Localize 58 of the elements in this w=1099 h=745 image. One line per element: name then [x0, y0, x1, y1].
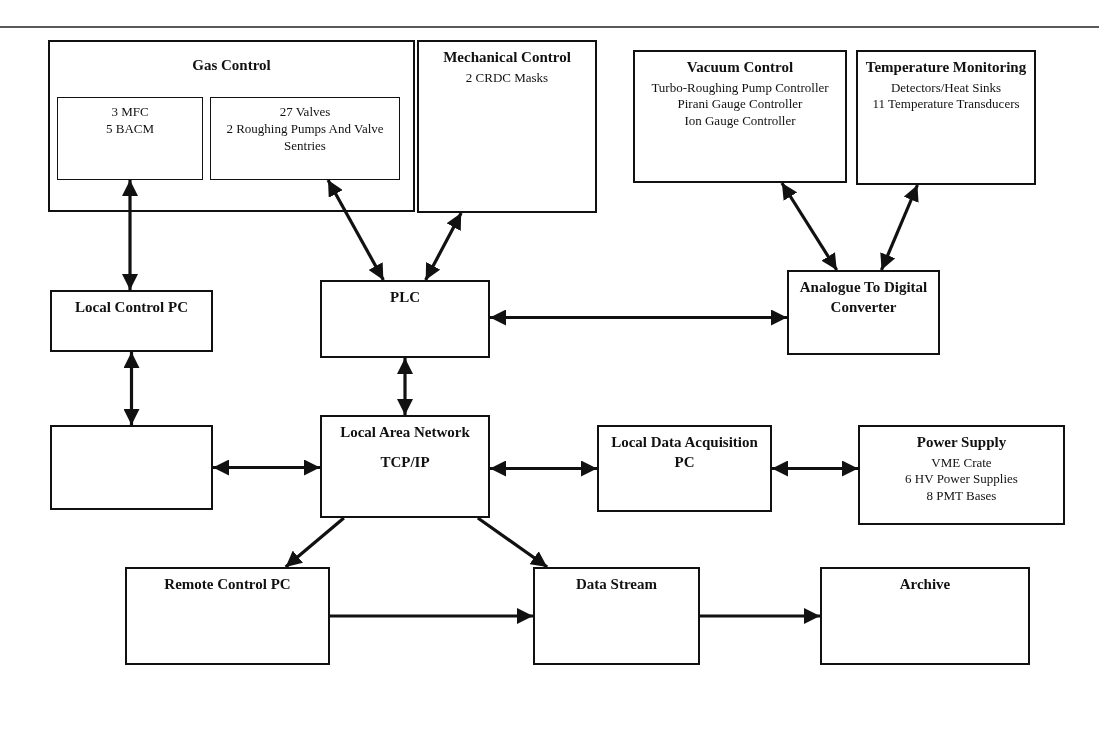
box-text: Turbo-Roughing Pump Controller: [650, 79, 830, 97]
box-text: 2 CRDC Masks: [464, 69, 550, 87]
arrow: [123, 352, 140, 425]
arrow: [780, 182, 839, 271]
box-title: Remote Control PC: [163, 575, 292, 594]
box-title: Local Area Network: [339, 423, 471, 442]
arrow: [772, 460, 858, 477]
box-shape: [50, 425, 213, 510]
box-title: Archive: [898, 575, 952, 594]
box-text: Ion Gauge Controller: [683, 113, 797, 131]
arrow: [490, 460, 597, 477]
box-text: Detectors/Heat Sinks: [889, 79, 1003, 97]
arrow: [880, 184, 919, 271]
process-box: [320, 415, 490, 518]
box-title: PLC: [389, 288, 421, 307]
arrow: [326, 179, 385, 281]
process-box: [820, 567, 1030, 665]
process-box: [50, 290, 213, 352]
process-box: [858, 425, 1065, 525]
arrow: [476, 516, 549, 569]
arrow: [397, 358, 413, 415]
process-box: [787, 270, 940, 355]
box-text: 3 MFC: [110, 104, 150, 121]
arrow: [122, 180, 138, 290]
process-box: [417, 40, 597, 213]
arrow: [284, 516, 345, 569]
arrow: [424, 212, 463, 281]
arrow: [490, 309, 787, 326]
process-box: [533, 567, 700, 665]
box-text: 2 Roughing Pumps And Valve Sentries: [225, 120, 385, 155]
arrow: [213, 459, 320, 476]
process-box: [57, 97, 203, 180]
process-box: [597, 425, 772, 512]
box-title: Vacuum Control: [685, 58, 795, 77]
box-title: Local Data Acquisition PC: [610, 433, 759, 472]
box-title: Mechanical Control: [442, 48, 572, 67]
box-text: Pirani Gauge Controller: [676, 96, 804, 114]
box-text: 8 PMT Bases: [925, 488, 998, 506]
box-title: Gas Control: [191, 56, 272, 75]
process-box: [320, 280, 490, 358]
box-title: Power Supply: [915, 433, 1008, 452]
box-text: TCP/IP: [379, 452, 431, 472]
box-text: 11 Temperature Transducers: [871, 96, 1021, 114]
arrow: [700, 608, 820, 624]
box-title: Local Control PC: [73, 298, 190, 317]
box-title: Analogue To Digital Converter: [798, 278, 929, 317]
box-text: 6 HV Power Supplies: [904, 471, 1019, 489]
process-box: [210, 97, 400, 180]
process-box: [125, 567, 330, 665]
box-title: Temperature Monitoring: [864, 58, 1028, 77]
box-text: 27 Valves: [278, 104, 332, 121]
process-box: [633, 50, 847, 183]
process-box: [856, 50, 1036, 185]
arrow: [330, 608, 533, 624]
process-box: [48, 40, 415, 212]
box-text: 5 BACM: [104, 120, 155, 138]
box-title: Data Stream: [575, 575, 658, 594]
box-text: VME Crate: [930, 454, 993, 472]
